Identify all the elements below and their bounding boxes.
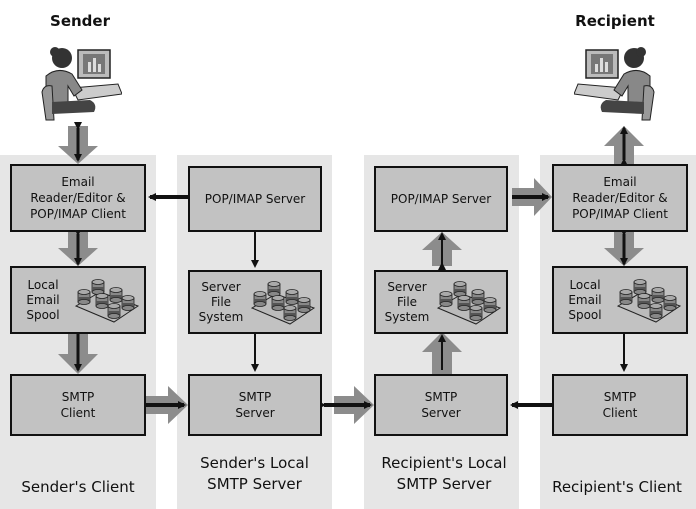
box-label: Server File System — [198, 279, 244, 324]
flow-arrow-smtp-server-to-server — [318, 386, 374, 424]
flow-arrow-reader-to-spool — [58, 228, 98, 266]
flow-arrow-pop-server-to-recipient-client — [512, 178, 552, 216]
sender-smtp-server-box: SMTP Server — [188, 374, 322, 436]
box-label: SMTP Server — [421, 390, 461, 420]
box-label: Email Reader/Editor & POP/IMAP Client — [30, 175, 126, 221]
flow-arrow-sender-to-reader — [58, 122, 98, 164]
recipient-email-reader-box: Email Reader/Editor & POP/IMAP Client — [552, 164, 688, 232]
flow-arrow-reader-to-recipient — [604, 126, 644, 166]
sender-title: Sender — [50, 12, 110, 30]
box-label: Local Email Spool — [568, 277, 602, 322]
flow-arrow-file-system-to-pop-server — [422, 232, 462, 270]
flow-arrow-smtp-server-to-file-system — [422, 332, 462, 374]
flow-arrow-smtp-client-to-server — [146, 386, 188, 424]
box-label: Local Email Spool — [26, 277, 60, 322]
recipient-person-icon — [574, 47, 655, 121]
sender-email-reader-box: Email Reader/Editor & POP/IMAP Client — [10, 164, 146, 232]
box-label: SMTP Client — [60, 390, 96, 420]
box-label: SMTP Server — [235, 390, 275, 420]
recipient-smtp-server-box: SMTP Server — [374, 374, 508, 436]
column-title-recipients-client: Recipient's Client — [552, 478, 682, 496]
box-label: POP/IMAP Server — [390, 192, 492, 206]
column-title-senders-client: Sender's Client — [21, 478, 135, 496]
sender-person-icon — [41, 47, 122, 121]
box-label: SMTP Client — [602, 390, 638, 420]
recipient-smtp-client-box: SMTP Client — [552, 374, 688, 436]
sender-pop-imap-server-box: POP/IMAP Server — [188, 166, 322, 232]
box-label: POP/IMAP Server — [204, 192, 306, 206]
database-icon — [250, 278, 316, 326]
recipient-pop-imap-server-box: POP/IMAP Server — [374, 166, 508, 232]
recipient-title: Recipient — [575, 12, 655, 30]
column-title-senders-local-smtp-server: Sender's Local SMTP Server — [200, 454, 309, 493]
database-icon — [436, 278, 502, 326]
column-title-recipients-local-smtp-server: Recipient's Local SMTP Server — [381, 454, 507, 493]
database-icon — [74, 276, 140, 324]
box-label: Server File System — [384, 279, 430, 324]
database-icon — [616, 276, 682, 324]
flow-arrow-recipient-reader-spool — [604, 228, 644, 266]
sender-smtp-client-box: SMTP Client — [10, 374, 146, 436]
box-label: Email Reader/Editor & POP/IMAP Client — [572, 175, 668, 221]
flow-arrow-spool-to-smtp-client — [58, 332, 98, 374]
